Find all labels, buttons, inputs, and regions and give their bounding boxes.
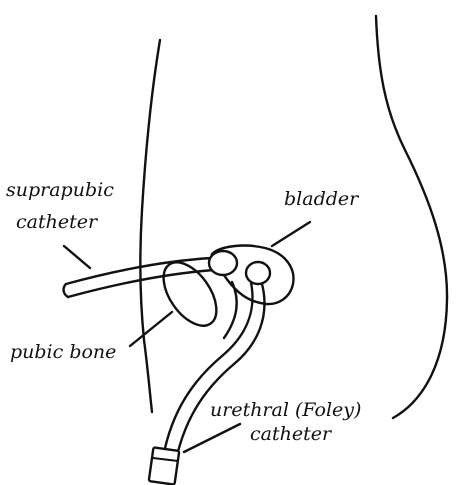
suprapubic-catheter-balloon (209, 251, 237, 275)
urethral-leader-line (184, 424, 240, 452)
abdominal-wall-outline (140, 40, 160, 412)
foley-balloon (246, 262, 270, 284)
suprapubic-catheter-end (64, 284, 68, 297)
urethra-line (224, 282, 237, 338)
suprapubic-catheter-label-line2: catheter (16, 211, 99, 233)
suprapubic-catheter-label-line1: suprapubic (6, 179, 114, 201)
pubic-bone-label: pubic bone (10, 341, 116, 363)
urethral-catheter-label-line1: urethral (Foley) (210, 399, 361, 421)
urethral-catheter-label-line2: catheter (250, 423, 333, 445)
suprapubic-leader-line (64, 246, 90, 268)
bladder-leader-line (272, 222, 310, 246)
foley-catheter-connector (149, 447, 179, 484)
pubic-bone-leader-line (130, 312, 172, 346)
back-outline (376, 16, 447, 418)
bladder-label: bladder (284, 188, 360, 210)
